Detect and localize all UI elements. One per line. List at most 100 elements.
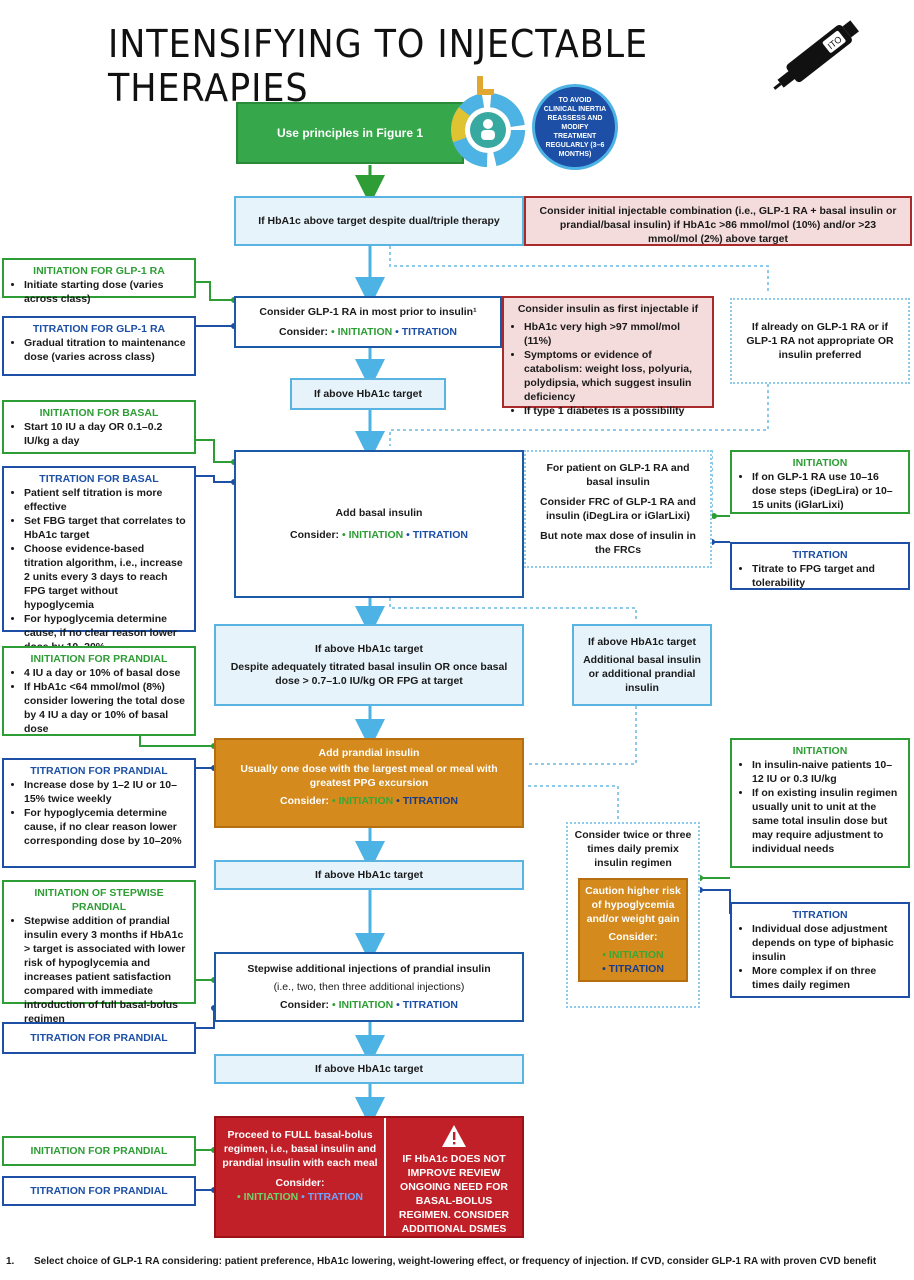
above-target-3-body: Additional basal insulin or additional p… — [583, 654, 701, 694]
list-item: 4 IU a day or 10% of basal dose — [24, 666, 186, 680]
above-target-3: If above HbA1c target Additional basal i… — [572, 624, 712, 706]
above-target-2: If above HbA1c target Despite adequately… — [214, 624, 524, 706]
final-initiation-box: INITIATION FOR PRANDIAL — [2, 1136, 196, 1166]
footnote-number: 1. — [6, 1256, 15, 1267]
prandial-main-head: Add prandial insulin — [318, 747, 420, 759]
initiation-link[interactable]: • INITIATION — [602, 949, 664, 961]
frc-initiation-list: If on GLP-1 RA use 10–16 dose steps (iDe… — [740, 470, 900, 512]
inertia-text: TO AVOID CLINICAL INERTIA REASSESS AND M… — [543, 96, 607, 158]
above-target-5-text: If above HbA1c target — [315, 1063, 423, 1075]
initiation-link[interactable]: • INITIATION — [341, 529, 404, 541]
basal-consider-row: Consider: • INITIATION • TITRATION — [290, 528, 468, 542]
basal-initiation-box: INITIATION FOR BASAL Start 10 IU a day O… — [2, 400, 196, 454]
above-target-4-text: If above HbA1c target — [315, 869, 423, 881]
glp-titration-heading: TITRATION FOR GLP-1 RA — [32, 323, 166, 335]
premix-titration-list: Individual dose adjustment depends on ty… — [740, 922, 900, 992]
above-target-1: If above HbA1c target — [290, 378, 446, 410]
step1-text: If HbA1c above target despite dual/tripl… — [258, 215, 500, 227]
list-item: Set FBG target that correlates to HbA1c … — [24, 514, 186, 542]
titration-link[interactable]: • TITRATION — [396, 999, 458, 1011]
stepwise-main-box: Stepwise additional injections of prandi… — [214, 952, 524, 1022]
initiation-link[interactable]: • INITIATION — [237, 1191, 299, 1203]
consider-label: Consider: — [279, 326, 329, 338]
premix-initiation-list: In insulin-naive patients 10–12 IU or 0.… — [740, 758, 900, 856]
titration-link[interactable]: • TITRATION — [301, 1191, 363, 1203]
prandial-initiation-box: INITIATION FOR PRANDIAL 4 IU a day or 10… — [2, 646, 196, 736]
step1-box: If HbA1c above target despite dual/tripl… — [234, 196, 524, 246]
glp-main-text: Consider GLP-1 RA in most prior to insul… — [259, 306, 477, 318]
full-left-panel: Proceed to FULL basal-bolus regimen, i.e… — [216, 1118, 386, 1236]
list-item: Titrate to FPG target and tolerability — [752, 562, 900, 590]
list-item: Patient self titration is more effective — [24, 486, 186, 514]
basal-titration-heading: TITRATION FOR BASAL — [39, 473, 159, 485]
prandial-titration-heading: TITRATION FOR PRANDIAL — [30, 765, 168, 777]
frc-initiation-heading: INITIATION — [792, 457, 848, 469]
list-item: More complex if on three times daily reg… — [752, 964, 900, 992]
initiation-link[interactable]: • INITIATION — [330, 326, 393, 338]
full-right-text: IF HbA1c DOES NOT IMPROVE REVIEW ONGOING… — [398, 1153, 510, 1235]
stepwise-initiation-heading: INITIATION OF STEPWISE PRANDIAL — [34, 887, 164, 913]
premix-initiation-box: INITIATION In insulin-naive patients 10–… — [730, 738, 910, 868]
full-right-panel: IF HbA1c DOES NOT IMPROVE REVIEW ONGOING… — [386, 1118, 522, 1236]
titration-link[interactable]: • TITRATION — [396, 795, 458, 807]
titration-link[interactable]: • TITRATION — [602, 963, 664, 975]
list-item: If on GLP-1 RA use 10–16 dose steps (iDe… — [752, 470, 900, 512]
list-item: Choose evidence-based titration algorith… — [24, 542, 186, 612]
prandial-initiation-heading: INITIATION FOR PRANDIAL — [30, 653, 168, 665]
prandial-titration-list: Increase dose by 1–2 IU or 10–15% twice … — [12, 778, 186, 848]
initiation-link[interactable]: • INITIATION — [331, 999, 394, 1011]
already-glp-box: If already on GLP-1 RA or if GLP-1 RA no… — [730, 298, 910, 384]
frc-titration-list: Titrate to FPG target and tolerability — [740, 562, 900, 590]
insulin-pen-icon: ITO — [773, 20, 859, 90]
list-item: Stepwise addition of prandial insulin ev… — [24, 914, 186, 1026]
basal-initiation-heading: INITIATION FOR BASAL — [39, 407, 159, 419]
glp-titration-list: Gradual titration to maintenance dose (v… — [12, 336, 186, 364]
prandial-initiation-list: 4 IU a day or 10% of basal dose If HbA1c… — [12, 666, 186, 736]
insulin-first-list: HbA1c very high >97 mmol/mol (11%) Sympt… — [512, 320, 704, 418]
stepwise-titration-heading: TITRATION FOR PRANDIAL — [30, 1032, 168, 1044]
stepwise-initiation-list: Stepwise addition of prandial insulin ev… — [12, 914, 186, 1026]
initiation-link[interactable]: • INITIATION — [331, 795, 394, 807]
list-item: HbA1c very high >97 mmol/mol (11%) — [524, 320, 704, 348]
list-item: For hypoglycemia determine cause, if no … — [24, 806, 186, 848]
list-item: Gradual titration to maintenance dose (v… — [24, 336, 186, 364]
glp-titration-box: TITRATION FOR GLP-1 RA Gradual titration… — [2, 316, 196, 376]
consider-label: Consider: — [280, 795, 330, 807]
basal-main-box: Add basal insulin Consider: • INITIATION… — [234, 450, 524, 598]
titration-link[interactable]: • TITRATION — [395, 326, 457, 338]
frc-titration-heading: TITRATION — [792, 549, 848, 561]
glp-initiation-heading: INITIATION FOR GLP-1 RA — [33, 265, 165, 277]
list-item: If HbA1c <64 mmol/mol (8%) consider lowe… — [24, 680, 186, 736]
frc-initiation-box: INITIATION If on GLP-1 RA use 10–16 dose… — [730, 450, 910, 514]
full-consider-row: • INITIATION • TITRATION — [222, 1190, 378, 1204]
prandial-titration-box: TITRATION FOR PRANDIAL Increase dose by … — [2, 758, 196, 868]
final-titration-box: TITRATION FOR PRANDIAL — [2, 1176, 196, 1206]
premix-caution: Caution higher risk of hypoglycemia and/… — [585, 885, 681, 925]
consider-label: Consider: — [608, 931, 658, 943]
premix-box: Consider twice or three times daily prem… — [566, 822, 700, 1008]
glp-initiation-list: Initiate starting dose (varies across cl… — [12, 278, 186, 306]
premix-heading: Consider twice or three times daily prem… — [574, 829, 692, 869]
glp-main-box: Consider GLP-1 RA in most prior to insul… — [234, 296, 502, 348]
stepwise-initiation-box: INITIATION OF STEPWISE PRANDIAL Stepwise… — [2, 880, 196, 1025]
stepwise-consider-row: Consider: • INITIATION • TITRATION — [280, 998, 458, 1012]
basal-initiation-list: Start 10 IU a day OR 0.1–0.2 IU/kg a day — [12, 420, 186, 448]
titration-link[interactable]: • TITRATION — [406, 529, 468, 541]
frc-box: For patient on GLP-1 RA and basal insuli… — [524, 450, 712, 568]
list-item: Symptoms or evidence of catabolism: weig… — [524, 348, 704, 404]
premix-initiation-heading: INITIATION — [792, 745, 848, 757]
warning-icon — [442, 1125, 466, 1147]
stepwise-main-sub: (i.e., two, then three additional inject… — [273, 981, 465, 993]
insulin-first-box: Consider insulin as first injectable if … — [502, 296, 714, 417]
initial-combination-text: Consider initial injectable combination … — [539, 205, 897, 245]
frc-titration-box: TITRATION Titrate to FPG target and tole… — [730, 542, 910, 590]
full-left-text: Proceed to FULL basal-bolus regimen, i.e… — [222, 1129, 378, 1169]
basal-titration-list: Patient self titration is more effective… — [12, 486, 186, 654]
above-target-1-text: If above HbA1c target — [314, 388, 422, 400]
consider-label: Consider: — [280, 999, 330, 1011]
final-titration-heading: TITRATION FOR PRANDIAL — [30, 1185, 168, 1197]
list-item: In insulin-naive patients 10–12 IU or 0.… — [752, 758, 900, 786]
frc-line-2: Consider FRC of GLP-1 RA and insulin (iD… — [540, 496, 696, 522]
footnote-text: Select choice of GLP-1 RA considering: p… — [34, 1256, 877, 1267]
